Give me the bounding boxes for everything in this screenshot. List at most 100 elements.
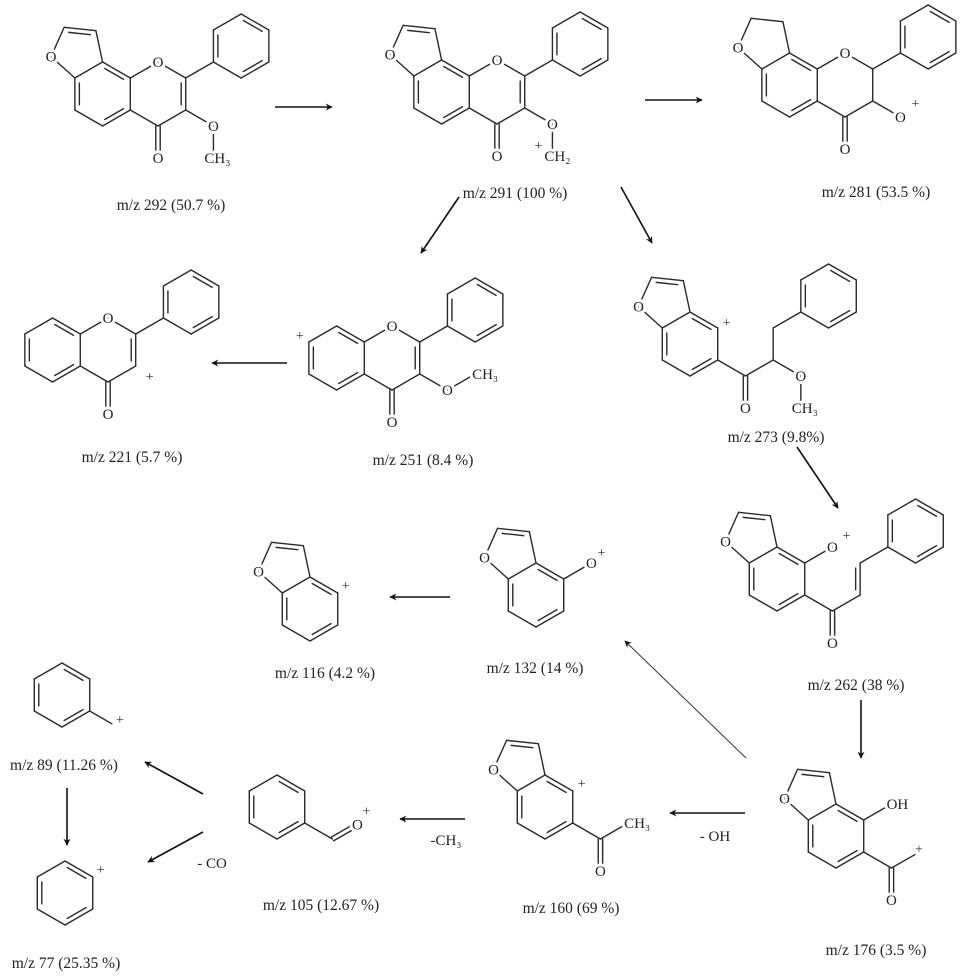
- bond: [761, 100, 791, 118]
- bond: [63, 708, 84, 722]
- bond: [446, 373, 476, 391]
- methyl-group: CH₃: [204, 151, 230, 167]
- carbonyl-oxygen: O: [103, 407, 114, 423]
- bond: [407, 29, 431, 34]
- bond: [689, 311, 719, 329]
- bond: [863, 803, 893, 821]
- bond: [476, 323, 497, 337]
- acylium-oxygen: O: [352, 818, 363, 834]
- bond: [434, 28, 443, 61]
- bond: [63, 26, 97, 32]
- fragment-label-281: m/z 281 (53.5 %): [822, 184, 930, 201]
- bond: [546, 820, 567, 834]
- bond: [742, 516, 766, 521]
- structure-m105: O+: [248, 774, 370, 842]
- bond: [446, 325, 476, 343]
- bond: [661, 311, 691, 329]
- bond: [516, 774, 546, 792]
- bond: [79, 317, 109, 335]
- bond: [528, 531, 537, 564]
- methoxy-oxygen: O: [795, 369, 806, 385]
- loss-label-ch3: -CH₃: [430, 833, 461, 849]
- bond: [737, 46, 763, 70]
- bond: [33, 662, 63, 680]
- bond: [691, 317, 712, 331]
- bond: [899, 4, 929, 22]
- bond: [783, 797, 809, 821]
- bond: [661, 359, 691, 377]
- bond: [363, 373, 393, 391]
- bond: [185, 109, 215, 127]
- loss-label-co: - CO: [197, 856, 227, 872]
- bond: [101, 61, 131, 79]
- bond: [129, 109, 159, 127]
- fragment-label-221: m/z 221 (5.7 %): [82, 449, 183, 466]
- bond: [89, 710, 113, 725]
- bond: [579, 59, 609, 77]
- bond: [744, 359, 774, 377]
- bond: [51, 317, 81, 335]
- bond: [275, 546, 299, 551]
- bond: [581, 57, 602, 71]
- furan-oxygen: O: [779, 792, 790, 808]
- methylene-group: CH₂: [544, 149, 570, 165]
- structure-m77: +: [36, 860, 105, 926]
- fragment-label-292: m/z 292 (50.7 %): [117, 197, 225, 214]
- bond: [248, 822, 278, 840]
- charge-plus: +: [915, 843, 923, 858]
- bond: [890, 853, 916, 869]
- bond: [748, 546, 778, 564]
- furan-oxygen: O: [720, 535, 731, 551]
- methoxy-oxygen: O: [208, 119, 219, 135]
- fragment-label-105: m/z 105 (12.67 %): [263, 897, 379, 914]
- bond: [724, 511, 740, 543]
- bond: [807, 851, 837, 869]
- furan-oxygen: O: [385, 48, 396, 64]
- bond: [872, 52, 902, 70]
- bond: [650, 276, 685, 282]
- bond: [54, 363, 75, 377]
- arrow-273-to-262: [796, 446, 839, 509]
- bond: [724, 540, 750, 564]
- bond: [837, 809, 858, 823]
- bond: [929, 10, 950, 24]
- bond: [863, 851, 893, 869]
- bond: [804, 546, 834, 564]
- bond: [64, 860, 94, 878]
- bond: [162, 317, 192, 335]
- bond: [36, 860, 66, 878]
- bond: [338, 331, 359, 345]
- bond: [801, 773, 825, 778]
- bond: [551, 11, 581, 29]
- bond: [192, 315, 213, 329]
- bond: [782, 21, 791, 54]
- bond: [24, 317, 54, 335]
- arrow-105-to-89: [144, 761, 204, 795]
- bond: [689, 359, 719, 377]
- bond: [544, 822, 574, 840]
- bond: [363, 325, 393, 343]
- charge-plus: +: [911, 97, 919, 112]
- bond: [302, 545, 311, 578]
- bond: [192, 275, 213, 289]
- bond: [496, 107, 526, 125]
- hydroxyl-group: OH: [887, 797, 909, 813]
- charge-plus: +: [534, 139, 542, 154]
- bond: [835, 803, 865, 821]
- bond: [524, 59, 554, 77]
- bond: [335, 373, 365, 391]
- fragment-label-77: m/z 77 (25.35 %): [12, 955, 120, 972]
- bond: [772, 311, 802, 329]
- bond: [791, 98, 812, 112]
- bond: [800, 311, 830, 329]
- bond: [278, 780, 299, 794]
- bond: [281, 624, 311, 642]
- ring-oxygen: O: [387, 319, 398, 335]
- bond: [107, 317, 137, 335]
- bond: [389, 24, 404, 56]
- bond: [544, 774, 574, 792]
- bond: [816, 52, 846, 70]
